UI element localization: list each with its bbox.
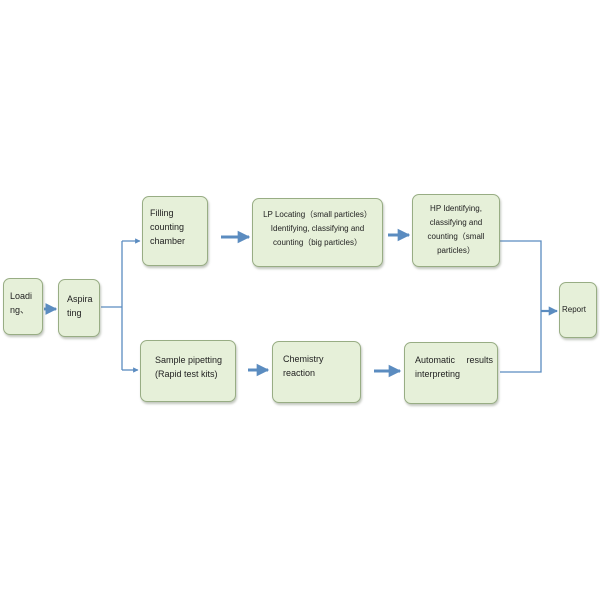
node-lp-locating: LP Locating（small particles） Identifying…	[252, 198, 383, 267]
node-filling-counting-chamber: Filling counting chamber	[142, 196, 208, 266]
node-automatic-results-interpreting: Automatic results interpreting	[404, 342, 498, 404]
node-report-label: Report	[562, 305, 587, 314]
node-sample-pipetting: Sample pipetting (Rapid test kits)	[140, 340, 236, 402]
node-sample-label: Sample pipetting (Rapid test kits)	[155, 355, 223, 379]
node-aspirating: Aspira ting	[58, 279, 100, 337]
node-loading: Loadi ng、	[3, 278, 43, 335]
node-hp-label: HP Identifying, classifying and counting…	[427, 204, 485, 255]
node-aspirating-label: Aspira ting	[67, 294, 93, 318]
node-filling-label: Filling counting chamber	[150, 208, 186, 246]
connector-hp-to-merge	[500, 240, 542, 373]
node-loading-label: Loadi ng、	[10, 291, 33, 315]
node-chemistry-reaction: Chemistry reaction	[272, 341, 361, 403]
node-hp-identifying: HP Identifying, classifying and counting…	[412, 194, 500, 267]
node-report: Report	[559, 282, 597, 338]
node-chemistry-label: Chemistry reaction	[283, 354, 324, 378]
node-auto-label-part1: Automatic	[415, 355, 456, 365]
node-lp-label: LP Locating（small particles） Identifying…	[263, 210, 372, 247]
node-auto-label-part3: interpreting	[415, 369, 461, 379]
node-auto-label-part2: results	[466, 355, 493, 365]
node-auto-line1: Automatic results	[415, 353, 493, 367]
